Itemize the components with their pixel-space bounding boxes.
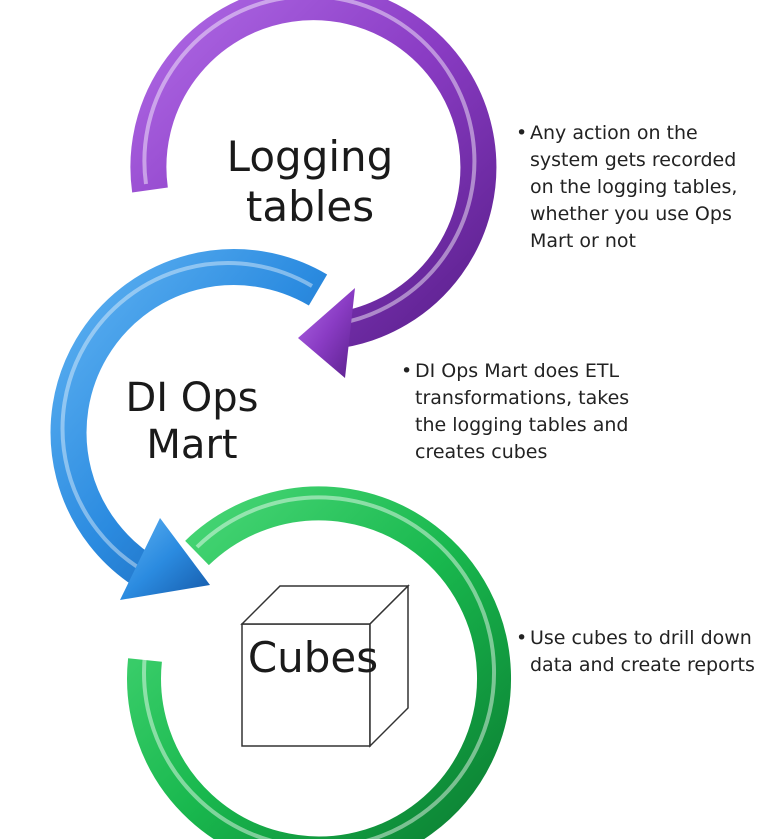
di-ops-mart-label: DI Ops Mart xyxy=(92,375,292,469)
cubes-label: Cubes xyxy=(238,633,388,683)
cubes-note-text: Use cubes to drill down data and create … xyxy=(530,627,755,676)
cube-icon xyxy=(240,584,410,748)
opsmart-arrowhead xyxy=(120,518,210,600)
opsmart-note-text: DI Ops Mart does ETL transformations, ta… xyxy=(415,360,630,463)
bullet-icon: • xyxy=(516,122,528,144)
logging-note: • Any action on the system gets recorded… xyxy=(516,120,758,255)
cubes-ring xyxy=(127,486,511,839)
opsmart-note: • DI Ops Mart does ETL transformations, … xyxy=(401,358,655,466)
bullet-icon: • xyxy=(516,627,528,649)
di-ops-mart-label-line1: DI Ops xyxy=(125,375,259,421)
opsmart-arrow xyxy=(50,249,328,600)
di-ops-mart-label-line2: Mart xyxy=(146,422,238,469)
logging-arrowhead xyxy=(298,288,355,378)
logging-tables-label-line1: Logging xyxy=(226,132,394,181)
bullet-icon: • xyxy=(401,360,413,382)
cubes-note: • Use cubes to drill down data and creat… xyxy=(516,625,758,679)
logging-arrow xyxy=(130,0,497,378)
logging-tables-label-line2: tables xyxy=(245,181,375,231)
logging-tables-label: Logging tables xyxy=(210,132,410,231)
logging-note-text: Any action on the system gets recorded o… xyxy=(530,122,738,252)
cubes-label-text: Cubes xyxy=(247,633,379,682)
